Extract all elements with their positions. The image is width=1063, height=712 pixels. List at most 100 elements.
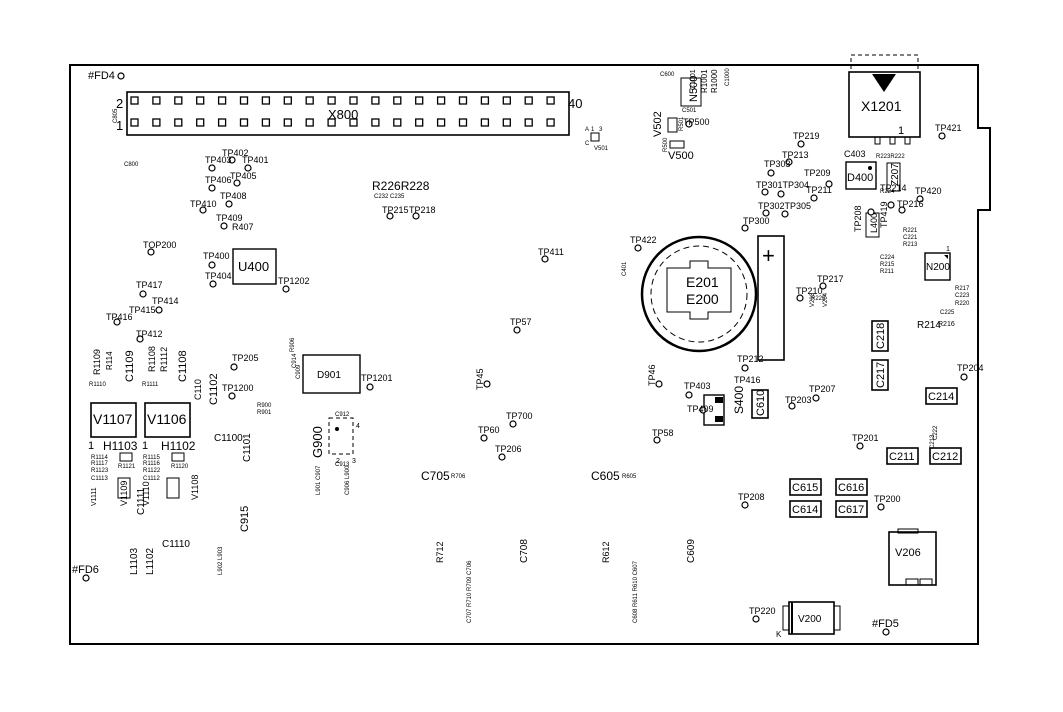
label-c1102: C1102 — [208, 373, 220, 405]
testpoint-pad — [541, 255, 549, 263]
label-c915: C915 — [239, 506, 251, 532]
x800-pin — [152, 118, 161, 127]
label-c600: C600 — [660, 72, 675, 78]
label-l1103: L1103 — [129, 547, 140, 575]
c615-label: C615 — [792, 482, 818, 494]
label-tp301tp304: TP301TP304 — [756, 180, 809, 190]
label-tp420: TP420 — [915, 186, 942, 196]
testpoint-pad — [685, 120, 693, 128]
testpoint-pad — [741, 224, 749, 232]
v501-body — [590, 132, 600, 142]
x1201-pin: 1 — [898, 125, 904, 137]
label-r501: R501 — [679, 116, 685, 131]
v500-label: V500 — [668, 150, 694, 162]
c212-body — [929, 447, 962, 465]
testpoint-pad — [513, 326, 521, 334]
label-tp408: TP408 — [220, 191, 247, 201]
testpoint-pad — [685, 391, 693, 399]
testpoint-pad — [233, 179, 241, 187]
c616-label: C616 — [838, 482, 864, 494]
x800-pin — [239, 118, 249, 127]
label-c213: C213 — [930, 434, 936, 449]
label-tp419: TP419 — [879, 201, 889, 228]
label-c805: C805 — [113, 108, 119, 123]
battery-holder: + E201 E200 — [640, 235, 785, 361]
label-tp1202: TP1202 — [278, 276, 310, 286]
d901-label: D901 — [317, 370, 341, 381]
label-tp216: TP216 — [897, 199, 924, 209]
testpoint-pad — [777, 190, 785, 198]
label-tp206: TP206 — [495, 444, 522, 454]
label-r1123: R1123 — [91, 468, 109, 474]
label-tp700: TP700 — [506, 411, 533, 421]
testpoint-pad — [208, 261, 216, 269]
label-c1113: C1113 — [91, 476, 108, 482]
label-r1117: R1117 — [91, 461, 108, 467]
x800-pin — [305, 118, 314, 127]
x800-pin — [480, 118, 490, 127]
v502-body — [667, 117, 678, 133]
x800-pin — [502, 96, 511, 105]
label-tp219: TP219 — [793, 131, 820, 141]
board-outline — [69, 64, 991, 645]
label-c1112: C1112 — [143, 476, 160, 482]
label-tp211: TP211 — [806, 185, 832, 195]
c214-label: C214 — [928, 391, 954, 403]
label-l902-l903: L902 L903 — [218, 546, 224, 575]
x800-pin — [327, 118, 336, 127]
testpoint-pad — [230, 363, 238, 371]
label-tp403: TP403 — [205, 155, 232, 165]
label-c222: C222 — [933, 425, 939, 440]
x800-label: X800 — [328, 107, 358, 122]
x1201-label: X1201 — [861, 98, 902, 114]
x800-pin — [217, 118, 227, 127]
label-c225: C225 — [940, 310, 955, 316]
testpoint-pad — [810, 194, 818, 202]
label-tp300: TP300 — [743, 216, 770, 226]
label-tp218: TP218 — [409, 205, 436, 215]
testpoint-pad — [882, 628, 890, 636]
x800-pin — [458, 96, 468, 105]
label-tp200: TP200 — [874, 494, 901, 504]
x800-pin — [349, 118, 358, 127]
g900-pin2: 2 — [336, 458, 340, 465]
x800-pin — [261, 118, 271, 127]
label-c708: C708 — [519, 539, 530, 563]
testpoint-pad — [741, 364, 749, 372]
v206-label: V206 — [895, 547, 921, 559]
v501-c: C — [585, 141, 590, 147]
x800-pin — [305, 96, 314, 105]
label-r217: R217 — [955, 286, 970, 292]
n500-body — [680, 77, 702, 107]
label-r407: R407 — [232, 222, 254, 232]
testpoint-pad — [785, 158, 793, 166]
label-tp214: TP214 — [880, 183, 907, 193]
label-fd5: #FD5 — [872, 618, 899, 630]
label-l1102: L1102 — [145, 547, 156, 575]
c617-body — [835, 500, 868, 518]
v500-body — [669, 140, 685, 149]
label-c1000: C1000 — [725, 68, 731, 86]
pin1-v1106: 1 — [142, 440, 148, 452]
testpoint-pad — [117, 72, 125, 80]
label-r612: R612 — [601, 541, 611, 563]
label-r1114: R1114 — [91, 455, 108, 461]
label-c1111: C1111 — [136, 487, 147, 515]
v1106-body — [144, 402, 191, 438]
label-r906: R906 — [290, 337, 296, 352]
label-tp45: TP45 — [475, 368, 485, 390]
testpoint-pad — [209, 280, 217, 288]
u400-label: U400 — [238, 259, 269, 274]
x800-pin — [546, 118, 555, 127]
socket-x1201: X1201 1 — [848, 54, 921, 145]
label-r221: R221 — [903, 228, 918, 234]
label-c1108: C1108 — [177, 350, 189, 382]
x800-pin — [436, 96, 446, 105]
x800-pin — [196, 96, 205, 105]
n200-label: N200 — [926, 262, 950, 273]
label-r900: R900 — [257, 403, 272, 409]
label-tp414: TP414 — [152, 296, 179, 306]
v501-a: A — [585, 127, 589, 133]
label-r220: R220 — [955, 301, 970, 307]
testpoint-pad — [386, 212, 394, 220]
